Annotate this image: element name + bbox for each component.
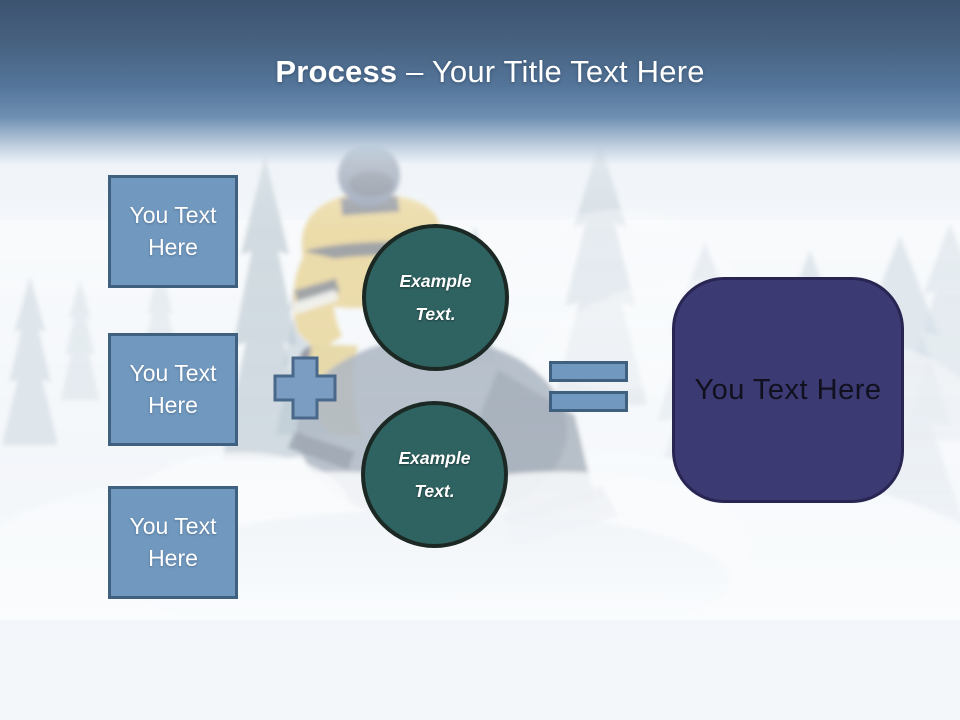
result-box[interactable]: You Text Here <box>672 277 904 503</box>
placeholder-box-1-label: You Text Here <box>129 201 217 260</box>
example-circle-2[interactable]: Example Text. <box>361 401 508 548</box>
placeholder-box-3-label: You Text Here <box>129 512 217 571</box>
result-box-label: You Text Here <box>694 373 882 406</box>
plus-icon[interactable] <box>272 355 338 421</box>
equals-icon[interactable] <box>549 361 628 382</box>
example-circle-1[interactable]: Example Text. <box>362 224 509 371</box>
placeholder-box-3[interactable]: You Text Here <box>108 486 238 599</box>
placeholder-box-2[interactable]: You Text Here <box>108 333 238 446</box>
example-circle-2-label: Example Text. <box>398 448 471 501</box>
slide-title-keyword: Process <box>275 54 398 89</box>
placeholder-box-2-label: You Text Here <box>129 359 217 418</box>
placeholder-box-1[interactable]: You Text Here <box>108 175 238 288</box>
slide-title[interactable]: Process – Your Title Text Here <box>0 54 960 90</box>
example-circle-1-label: Example Text. <box>399 271 472 324</box>
header-band: Process – Your Title Text Here <box>0 0 960 165</box>
slide-title-text: – Your Title Text Here <box>397 54 705 89</box>
equals-icon[interactable] <box>549 391 628 412</box>
